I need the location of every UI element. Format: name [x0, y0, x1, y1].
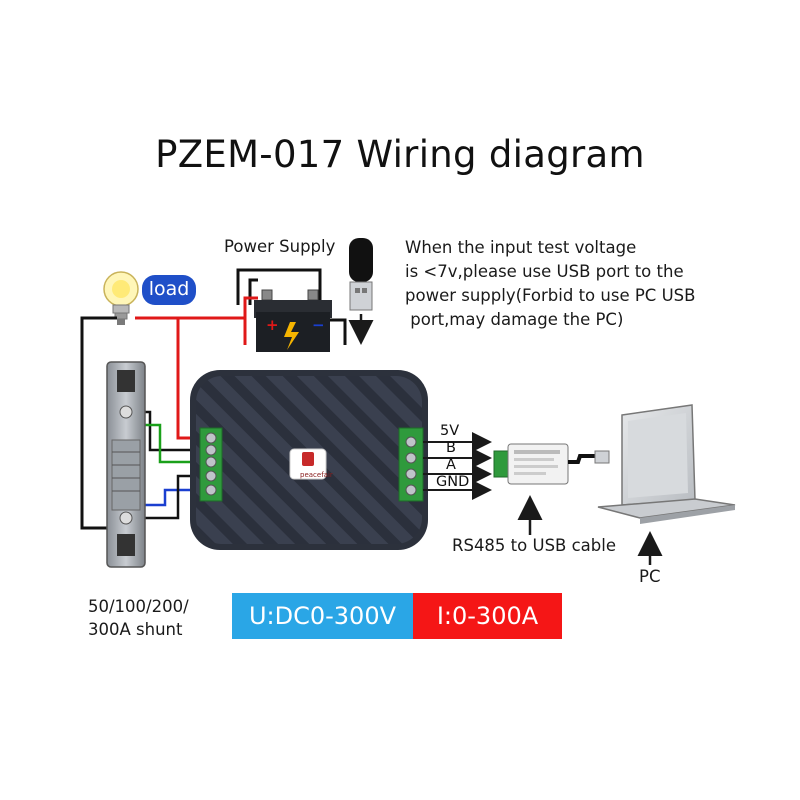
light-bulb-icon [103, 271, 139, 325]
battery-positive-terminal: + [266, 316, 279, 334]
battery-negative-terminal: − [312, 316, 325, 334]
current-range-label: I:0-300A [436, 602, 539, 630]
power-supply-label: Power Supply [224, 237, 336, 256]
voltage-range-label: U:DC0-300V [248, 602, 397, 630]
note-line: port,may damage the PC) [405, 310, 624, 329]
output-pin-lines [423, 432, 492, 500]
input-terminal-block [199, 427, 223, 502]
note-line: When the input test voltage [405, 238, 637, 257]
pin-label-gnd: GND [436, 474, 470, 490]
load-badge: load [142, 275, 196, 305]
diagram-title: PZEM-017 Wiring diagram [155, 133, 645, 176]
output-terminal-block [398, 427, 424, 502]
shunt-label-line2: 300A shunt [88, 620, 183, 639]
rs485-cable-label: RS485 to USB cable [452, 536, 616, 555]
current-range-box [413, 593, 562, 639]
usb-power-note: When the input test voltage is <7v,pleas… [405, 236, 695, 332]
pin-label-b: B [446, 440, 456, 456]
pc-label: PC [639, 567, 661, 586]
note-line: is <7v,please use USB port to the [405, 262, 684, 281]
pin-label-5v: 5V [440, 423, 460, 439]
sense-wires [128, 410, 210, 520]
device-brand-label: peacefair [300, 471, 333, 479]
pzem-017-device [190, 370, 428, 550]
usb-plug-icon [348, 238, 374, 345]
pin-label-a: A [446, 457, 456, 473]
rs485-usb-adapter [493, 443, 610, 535]
voltage-range-box [232, 593, 413, 639]
note-line: power supply(Forbid to use PC USB [405, 286, 696, 305]
shunt-label-line1: 50/100/200/ [88, 597, 189, 616]
shunt [106, 361, 146, 568]
battery-icon [254, 289, 332, 352]
laptop-icon [597, 404, 736, 565]
